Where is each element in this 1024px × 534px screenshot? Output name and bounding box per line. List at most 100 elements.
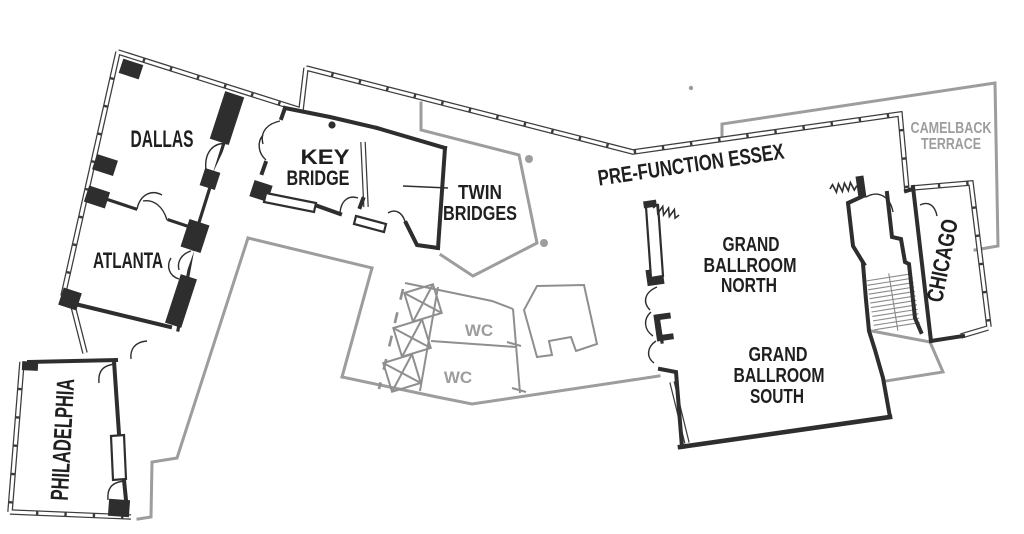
twin-bridges-terrace-outline (419, 101, 539, 278)
chicago-window-wall-glass (911, 181, 991, 328)
column-dot-gray (688, 85, 694, 91)
chicago-south-window-glass (960, 326, 989, 338)
wall-end-tick (511, 387, 527, 393)
terrace-steps-outline (870, 329, 946, 383)
bracket-cap (658, 312, 672, 321)
atlanta-door-opening (177, 248, 195, 280)
ballroom-east-wall (860, 261, 893, 420)
plan-symbols (328, 85, 858, 247)
ballroom-northeast-wall (845, 194, 867, 267)
corridor-lines (136, 81, 1000, 521)
keybridge-south-wall (312, 202, 343, 217)
wc-wall-right (512, 308, 521, 394)
pier (83, 185, 111, 209)
window-walls (7, 49, 992, 520)
divider-door-opening (135, 206, 169, 225)
operable-partition-panel (644, 203, 665, 280)
chicago-south-wall (928, 333, 966, 344)
chicago-label: CHICAGO (921, 217, 963, 304)
operable-wall-zigzag-icon (829, 180, 858, 195)
door-openings (135, 118, 285, 280)
wc-divider-wall (430, 340, 517, 348)
partition-post (855, 175, 867, 199)
door-swings (98, 120, 938, 501)
label-leader-line (402, 185, 449, 189)
bracket-bar (653, 313, 664, 342)
pier (92, 153, 118, 177)
outlined-fixtures (109, 191, 665, 482)
ballroom-north-label-line3: NORTH (721, 275, 777, 297)
elevator-dashed-wall (377, 288, 405, 390)
ballroom-south-label-line2: BALLROOM (734, 365, 825, 387)
key-bridge-label-line1: KEY (301, 146, 350, 169)
door-swing (647, 340, 657, 364)
pier (118, 58, 144, 80)
elevator-x-line (391, 353, 413, 393)
terrace-outline (720, 81, 1000, 252)
twin-bridges-label-line1: TWIN (458, 182, 502, 204)
door-swing (919, 202, 938, 217)
elevator-shaft (382, 353, 422, 393)
twinbridges-east-wall (435, 145, 448, 251)
philadelphia-west-window-glass (8, 361, 24, 513)
keybridge-corner (357, 196, 366, 210)
pier (107, 498, 131, 518)
elevator-x-line (401, 318, 423, 358)
door-swing (136, 191, 163, 210)
twinbridges-north-wall (374, 125, 448, 151)
wc-upper-label: WC (465, 321, 493, 340)
ballroom-north-label-line1: GRAND (723, 234, 780, 256)
room-labels: DALLAS ATLANTA PHILADELPHIA KEY BRIDGE T… (46, 120, 992, 501)
philadelphia-niche (109, 433, 128, 482)
ballroom-south-label-line3: SOUTH (750, 386, 804, 408)
dallas-door-opening (212, 140, 234, 178)
keybridge-door-opening (262, 118, 285, 163)
column-dot (328, 121, 336, 129)
door-swing (387, 210, 407, 227)
philadelphia-east-wall-lower (121, 477, 129, 503)
ballroom-south-label-line1: GRAND (749, 344, 808, 366)
twinbridges-south-wall (403, 220, 441, 251)
door-swing (261, 120, 281, 145)
stair-vestibule-wall (884, 190, 924, 335)
elevator-box (382, 353, 422, 393)
philadelphia-south-window-glass (9, 510, 132, 519)
corridor-edge-west (136, 236, 250, 521)
wall-end-tick (506, 341, 522, 347)
door-swing (98, 363, 117, 384)
pier (209, 91, 245, 145)
door-frame-bracket (653, 312, 674, 342)
column-dot-gray (525, 155, 533, 163)
dallas-label: DALLAS (131, 126, 194, 153)
door-swing (177, 250, 192, 271)
service-room-outline (522, 283, 599, 359)
door-swing (865, 193, 894, 213)
keybridge-counter (262, 191, 318, 214)
elevator-box (392, 318, 432, 358)
camelback-terrace-label-line2: TERRACE (921, 136, 981, 153)
key-bridge-label-line2: BRIDGE (287, 167, 350, 190)
ballroom-southwest-corner (657, 366, 685, 450)
bracket-cap (661, 333, 674, 341)
keybridge-north-wall (282, 105, 380, 131)
elevator-shafts (382, 283, 443, 393)
dallas-window-wall-glass (117, 50, 302, 112)
atlanta-label: ATLANTA (93, 248, 163, 273)
window-wall-jog-glass (299, 67, 308, 111)
interior-walls (26, 95, 966, 503)
elevator-x-line (412, 283, 434, 323)
corridor-step (352, 214, 388, 234)
atrium-edge-right (340, 266, 374, 379)
pier (199, 167, 221, 191)
keybridge-divider-glass (361, 141, 368, 208)
door-swing (644, 286, 658, 311)
twin-bridges-label-line2: BRIDGES (443, 203, 517, 225)
essex-window-wall-glass (305, 66, 909, 192)
door-swing (258, 134, 267, 161)
stair-center-rail (888, 273, 899, 331)
wc-lower-label: WC (444, 368, 472, 387)
corridor-edge-south (340, 374, 661, 406)
door-swing (167, 257, 180, 280)
